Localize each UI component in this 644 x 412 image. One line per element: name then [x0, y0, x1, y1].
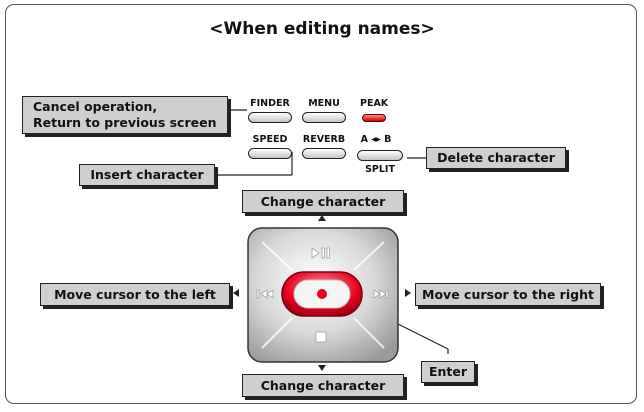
- cancel-callout-line2: Return to previous screen: [33, 115, 217, 130]
- stop-icon[interactable]: [315, 331, 327, 343]
- up-arrow-icon: [318, 215, 326, 221]
- reverb-button[interactable]: [302, 148, 346, 159]
- record-icon: [317, 289, 327, 299]
- skip-back-icon[interactable]: [256, 289, 274, 299]
- finder-label: FINDER: [250, 98, 290, 109]
- move-left-callout: Move cursor to the left: [40, 283, 230, 306]
- move-right-callout: Move cursor to the right: [415, 283, 601, 306]
- right-arrow-icon: [405, 289, 411, 297]
- diagram-frame: [5, 4, 637, 404]
- finder-button[interactable]: [248, 112, 292, 123]
- peak-label: PEAK: [360, 98, 389, 109]
- ab-label: A ◂▸ B: [360, 134, 392, 145]
- change-character-top-callout: Change character: [242, 190, 404, 213]
- reverb-label: REVERB: [302, 134, 346, 145]
- change-character-bottom-callout: Change character: [242, 374, 404, 397]
- speed-button[interactable]: [248, 148, 292, 159]
- play-pause-icon[interactable]: [311, 247, 330, 259]
- menu-button[interactable]: [302, 112, 346, 123]
- down-arrow-icon: [318, 365, 326, 371]
- left-arrow-icon: [233, 289, 239, 297]
- cancel-callout-line1: Cancel operation,: [33, 99, 158, 114]
- cancel-callout: Cancel operation, Return to previous scr…: [22, 96, 228, 134]
- control-pad[interactable]: [247, 227, 399, 363]
- speed-label: SPEED: [252, 134, 288, 145]
- enter-callout: Enter: [421, 361, 475, 383]
- peak-indicator: [362, 114, 386, 122]
- diagram-title: <When editing names>: [209, 19, 435, 39]
- ab-split-button[interactable]: [357, 150, 403, 161]
- menu-label: MENU: [308, 98, 340, 109]
- skip-forward-icon[interactable]: [373, 289, 389, 299]
- insert-callout: Insert character: [79, 164, 215, 186]
- delete-callout: Delete character: [426, 147, 566, 169]
- split-label: SPLIT: [365, 164, 395, 175]
